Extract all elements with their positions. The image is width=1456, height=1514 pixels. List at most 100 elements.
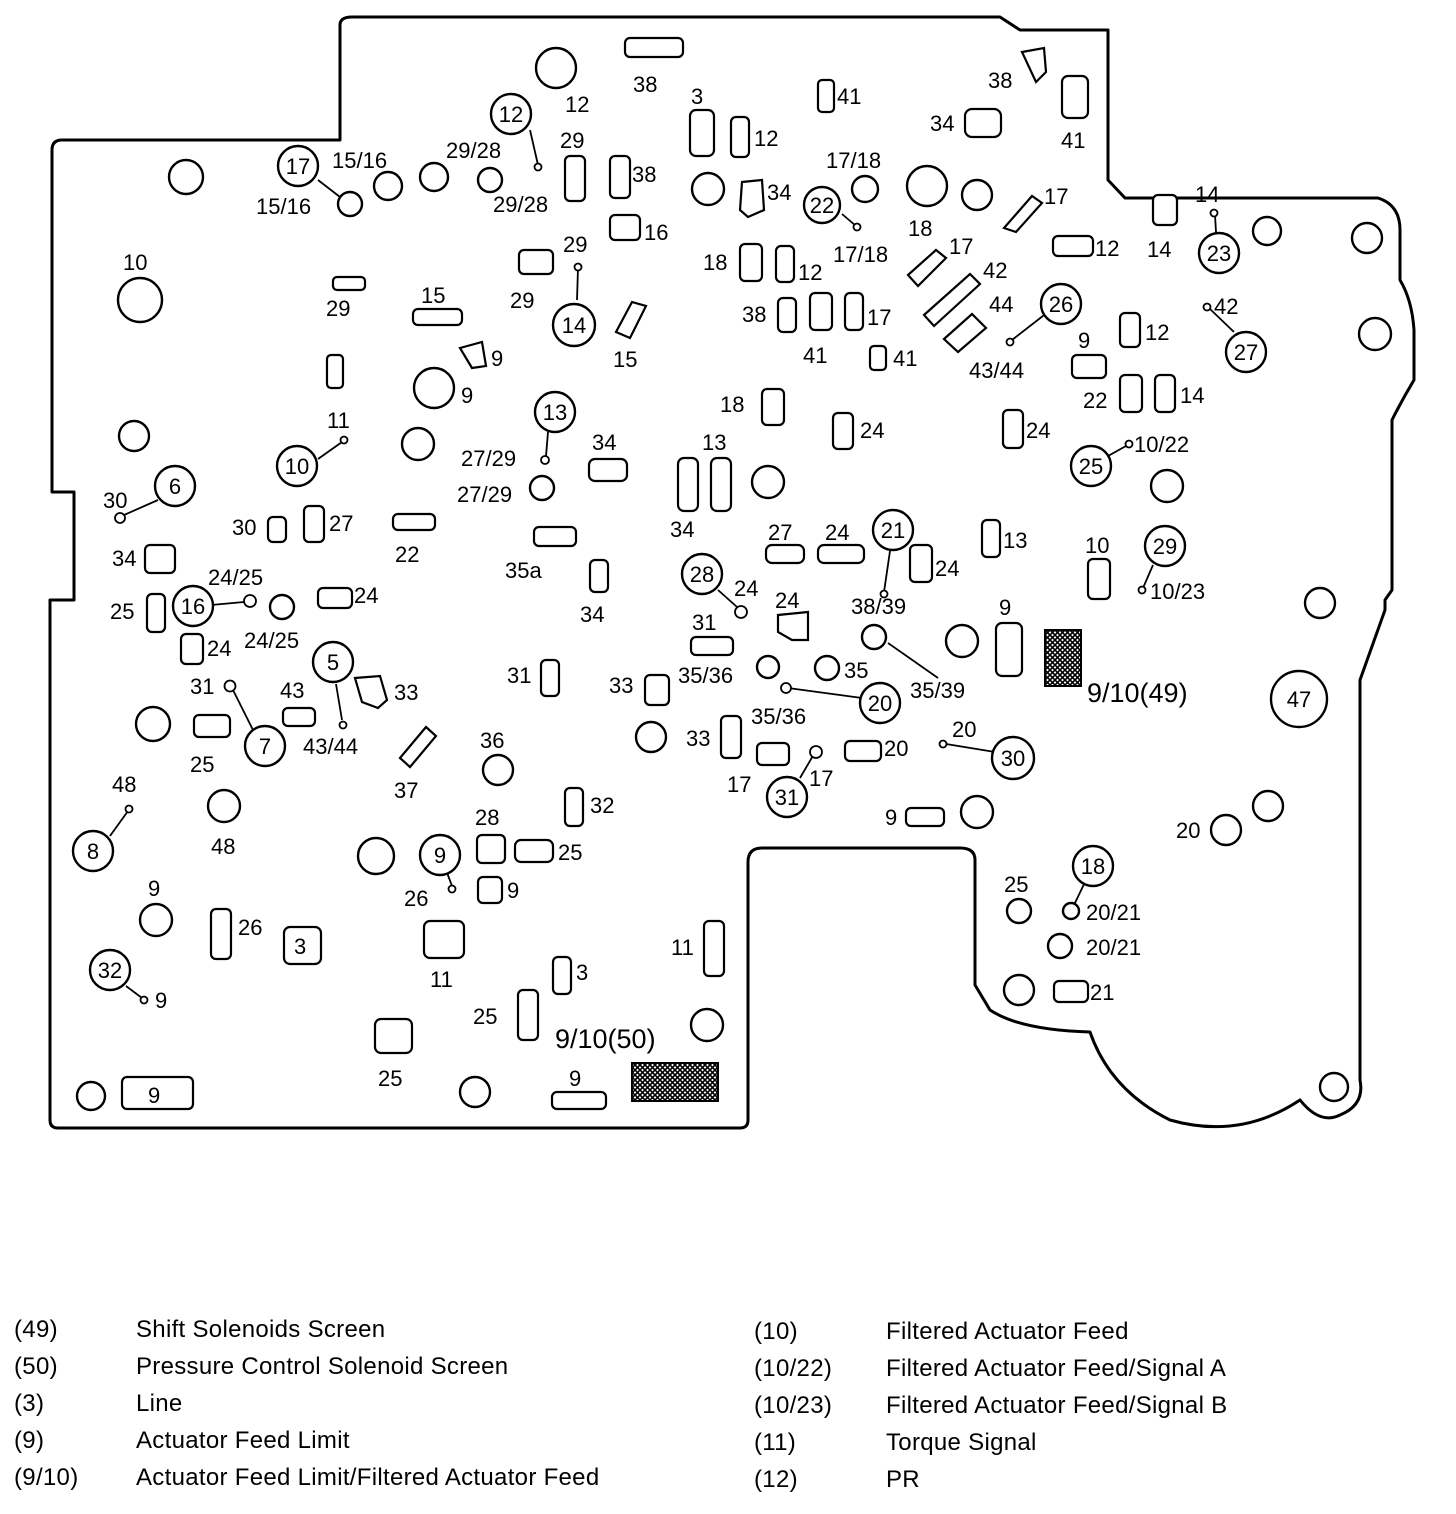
svg-text:35/36: 35/36 [751,704,806,729]
svg-text:33: 33 [686,726,710,751]
svg-text:24: 24 [935,556,959,581]
pressure-control-screen-label: 9/10(50) [555,1024,656,1054]
svg-text:27: 27 [1234,340,1258,365]
svg-text:33: 33 [394,680,418,705]
svg-text:17: 17 [286,154,310,179]
svg-text:10: 10 [123,250,147,275]
svg-text:17: 17 [867,305,891,330]
svg-text:24: 24 [1026,418,1050,443]
svg-text:38: 38 [988,68,1012,93]
svg-text:24: 24 [734,576,758,601]
svg-text:3: 3 [691,84,703,109]
svg-text:12: 12 [754,126,778,151]
svg-text:26: 26 [238,915,262,940]
svg-text:24: 24 [860,418,884,443]
legend-desc: Actuator Feed Limit [136,1427,350,1454]
svg-text:16: 16 [181,594,205,619]
svg-text:38: 38 [632,162,656,187]
svg-text:34: 34 [592,430,616,455]
svg-text:44: 44 [989,292,1013,317]
svg-text:17: 17 [1044,184,1068,209]
svg-text:41: 41 [1061,128,1085,153]
legend-code: (3) [14,1390,45,1417]
svg-text:26: 26 [404,886,428,911]
shift-solenoids-screen [1044,629,1082,687]
svg-text:9: 9 [1078,328,1090,353]
svg-text:15: 15 [421,283,445,308]
svg-text:17/18: 17/18 [833,242,888,267]
svg-text:41: 41 [837,84,861,109]
svg-text:6: 6 [169,474,181,499]
svg-text:24: 24 [354,583,378,608]
svg-text:36: 36 [480,728,504,753]
valve-body-spacer-plate-diagram: 9/10(49) 9/10(50) [48,15,1416,1130]
pressure-control-solenoid-screen [631,1062,719,1102]
svg-text:9: 9 [491,346,503,371]
svg-text:41: 41 [893,346,917,371]
svg-text:25: 25 [1004,872,1028,897]
svg-text:33: 33 [609,673,633,698]
svg-text:29/28: 29/28 [446,138,501,163]
legend-code: (10/22) [754,1355,833,1382]
svg-text:43/44: 43/44 [303,734,358,759]
legend-desc: Filtered Actuator Feed [886,1318,1129,1345]
svg-text:20/21: 20/21 [1086,900,1141,925]
svg-text:22: 22 [1083,388,1107,413]
svg-text:10: 10 [1085,533,1109,558]
svg-text:32: 32 [98,958,122,983]
svg-text:29/28: 29/28 [493,192,548,217]
svg-text:41: 41 [803,343,827,368]
svg-text:42: 42 [1214,294,1238,319]
legend-desc: Torque Signal [886,1429,1037,1456]
svg-text:29: 29 [563,232,587,257]
svg-text:24: 24 [825,520,849,545]
svg-text:9: 9 [434,843,446,868]
svg-text:28: 28 [475,805,499,830]
svg-text:12: 12 [798,260,822,285]
svg-text:14: 14 [1195,182,1219,207]
svg-text:23: 23 [1207,241,1231,266]
svg-text:20: 20 [1176,818,1200,843]
svg-text:24/25: 24/25 [208,565,263,590]
svg-text:14: 14 [1180,383,1204,408]
legend-code: (11) [754,1429,797,1456]
svg-text:3: 3 [576,960,588,985]
legend-code: (10/23) [754,1392,833,1419]
svg-text:38: 38 [742,302,766,327]
spacer-plate-outline [48,15,1416,1130]
bolt-holes [75,46,1393,1112]
svg-text:37: 37 [394,778,418,803]
svg-text:43/44: 43/44 [969,358,1024,383]
svg-text:24/25: 24/25 [244,628,299,653]
svg-text:16: 16 [644,220,668,245]
svg-text:42: 42 [983,258,1007,283]
svg-text:10: 10 [285,454,309,479]
svg-text:34: 34 [767,180,791,205]
svg-text:9: 9 [148,1083,160,1108]
svg-text:25: 25 [110,599,134,624]
svg-text:9: 9 [148,876,160,901]
svg-text:13: 13 [1003,528,1027,553]
svg-text:31: 31 [190,674,214,699]
svg-text:24: 24 [775,588,799,613]
legend-desc: Filtered Actuator Feed/Signal B [886,1392,1228,1419]
svg-text:21: 21 [1090,980,1114,1005]
svg-text:18: 18 [703,250,727,275]
svg-text:11: 11 [327,408,350,433]
svg-text:31: 31 [507,663,531,688]
legend-desc: PR [886,1466,920,1493]
svg-text:25: 25 [558,840,582,865]
svg-text:13: 13 [543,400,567,425]
svg-text:20: 20 [868,691,892,716]
svg-text:10/22: 10/22 [1134,432,1189,457]
svg-text:34: 34 [112,546,136,571]
svg-text:27/29: 27/29 [457,482,512,507]
svg-text:9: 9 [155,988,167,1013]
svg-text:15/16: 15/16 [256,194,311,219]
svg-text:43: 43 [280,678,304,703]
legend-code: (50) [14,1353,58,1380]
fluid-ports [120,36,1179,1111]
svg-text:34: 34 [580,602,604,627]
svg-text:24: 24 [207,636,231,661]
svg-text:20: 20 [884,736,908,761]
